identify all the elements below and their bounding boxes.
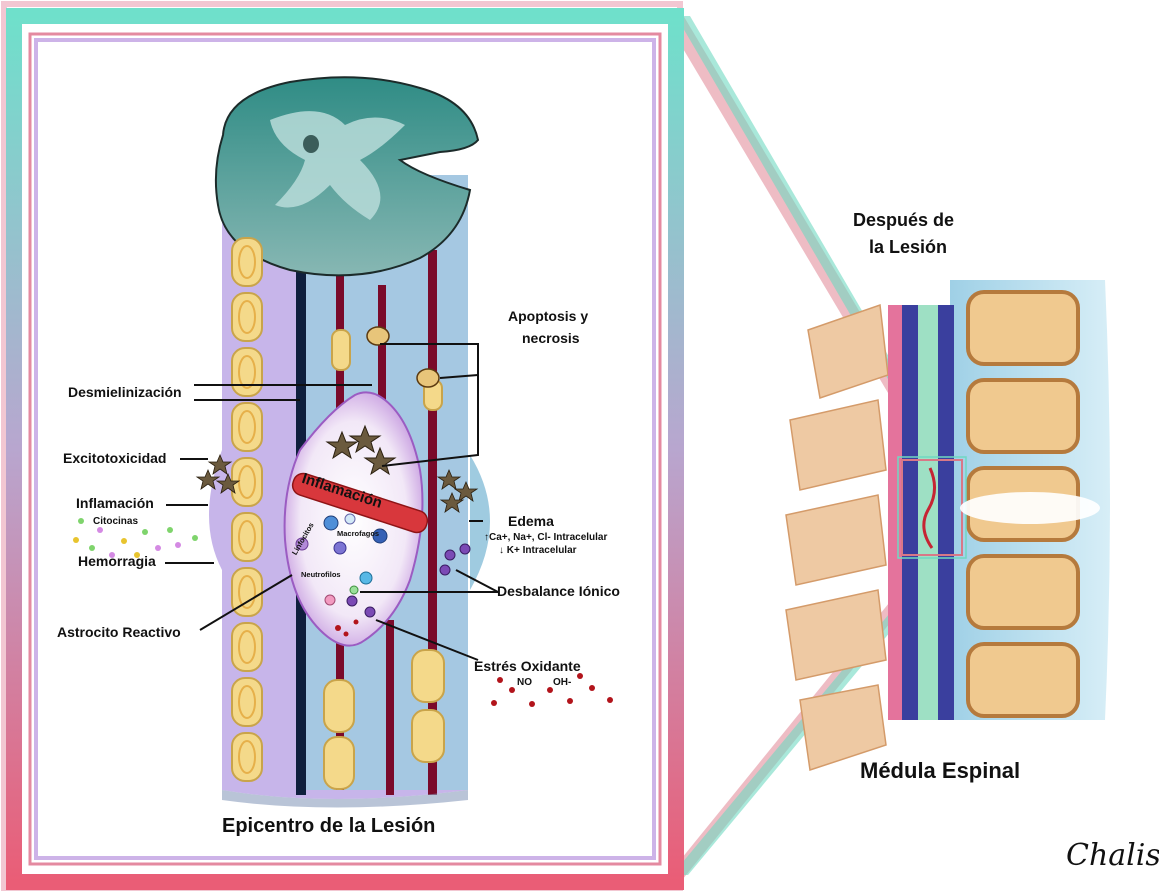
inflammation-label: Inflamación	[76, 495, 154, 511]
vertebral-column	[786, 280, 1110, 770]
reactive-astrocyte-label: Astrocito Reactivo	[57, 624, 181, 640]
edema-label: Edema	[508, 513, 554, 529]
injury-epicenter-title: Epicentro de la Lesión	[222, 815, 435, 838]
excitotoxicity-label: Excitotoxicidad	[63, 450, 166, 466]
demyelination-label: Desmielinización	[68, 384, 182, 400]
apoptosis-label-line1: Apoptosis y	[508, 308, 588, 324]
ions-intracellular-label-1: ↑Ca+, Na+, Cl- Intracelular	[484, 532, 607, 543]
spinal-cord-title: Médula Espinal	[860, 758, 1020, 784]
no-label: NO	[517, 677, 532, 688]
oxidative-stress-label: Estrés Oxidante	[474, 658, 581, 674]
artist-signature: Chalis	[1066, 838, 1159, 873]
macrophages-label: Macrofagos	[337, 529, 379, 538]
apoptosis-label-line2: necrosis	[522, 330, 580, 346]
oh-label: OH-	[553, 677, 571, 688]
after-injury-title-line2: la Lesión	[869, 237, 947, 258]
neutrophils-label: Neutrofilos	[301, 570, 341, 579]
cytokines-label: Citocinas	[93, 516, 138, 527]
hemorrhage-label: Hemorragia	[78, 553, 156, 569]
ionic-imbalance-label: Desbalance Iónico	[497, 583, 620, 599]
after-injury-title-line1: Después de	[853, 210, 954, 231]
ions-intracellular-label-2: ↓ K+ Intracelular	[499, 545, 577, 556]
